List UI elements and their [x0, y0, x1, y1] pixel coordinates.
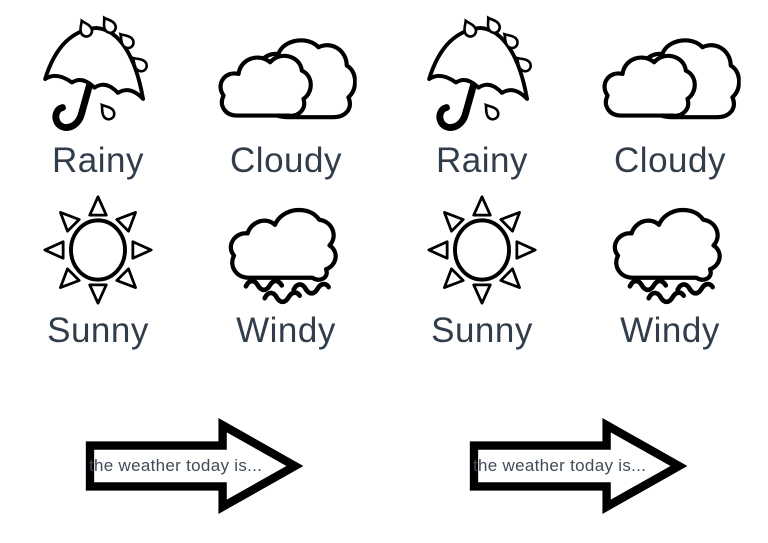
weather-panel-left: Rainy Cloudy Sunny Windy [0, 0, 384, 543]
clouds-icon [599, 29, 741, 133]
weather-card-windy: Windy [578, 190, 762, 350]
weather-card-grid: Rainy Cloudy Sunny Windy [0, 0, 384, 350]
clouds-icon [215, 29, 357, 133]
weather-label-cloudy: Cloudy [230, 141, 342, 180]
wind-cloud-icon [606, 201, 734, 305]
arrow-prompt-text: the weather today is... [89, 456, 263, 475]
sun-icon [37, 189, 159, 311]
weather-card-sunny: Sunny [390, 190, 574, 350]
sun-icon [421, 189, 543, 311]
wind-cloud-icon [222, 201, 350, 305]
weather-card-sunny: Sunny [6, 190, 190, 350]
weather-today-arrow: the weather today is... [459, 415, 693, 517]
weather-card-cloudy: Cloudy [578, 12, 762, 180]
weather-label-sunny: Sunny [47, 310, 149, 350]
weather-label-windy: Windy [620, 310, 720, 350]
weather-label-sunny: Sunny [431, 310, 533, 350]
umbrella-rain-icon [417, 13, 547, 139]
weather-today-arrow: the weather today is... [75, 415, 309, 517]
weather-card-rainy: Rainy [390, 12, 574, 180]
weather-label-cloudy: Cloudy [614, 141, 726, 180]
weather-card-cloudy: Cloudy [194, 12, 378, 180]
weather-label-rainy: Rainy [436, 141, 528, 180]
umbrella-rain-icon [33, 13, 163, 139]
arrow-prompt-text: the weather today is... [473, 456, 647, 475]
weather-label-rainy: Rainy [52, 141, 144, 180]
weather-card-windy: Windy [194, 190, 378, 350]
weather-label-windy: Windy [236, 310, 336, 350]
weather-panel-right: Rainy Cloudy Sunny Windy [384, 0, 768, 543]
weather-card-grid: Rainy Cloudy Sunny Windy [384, 0, 768, 350]
weather-card-rainy: Rainy [6, 12, 190, 180]
